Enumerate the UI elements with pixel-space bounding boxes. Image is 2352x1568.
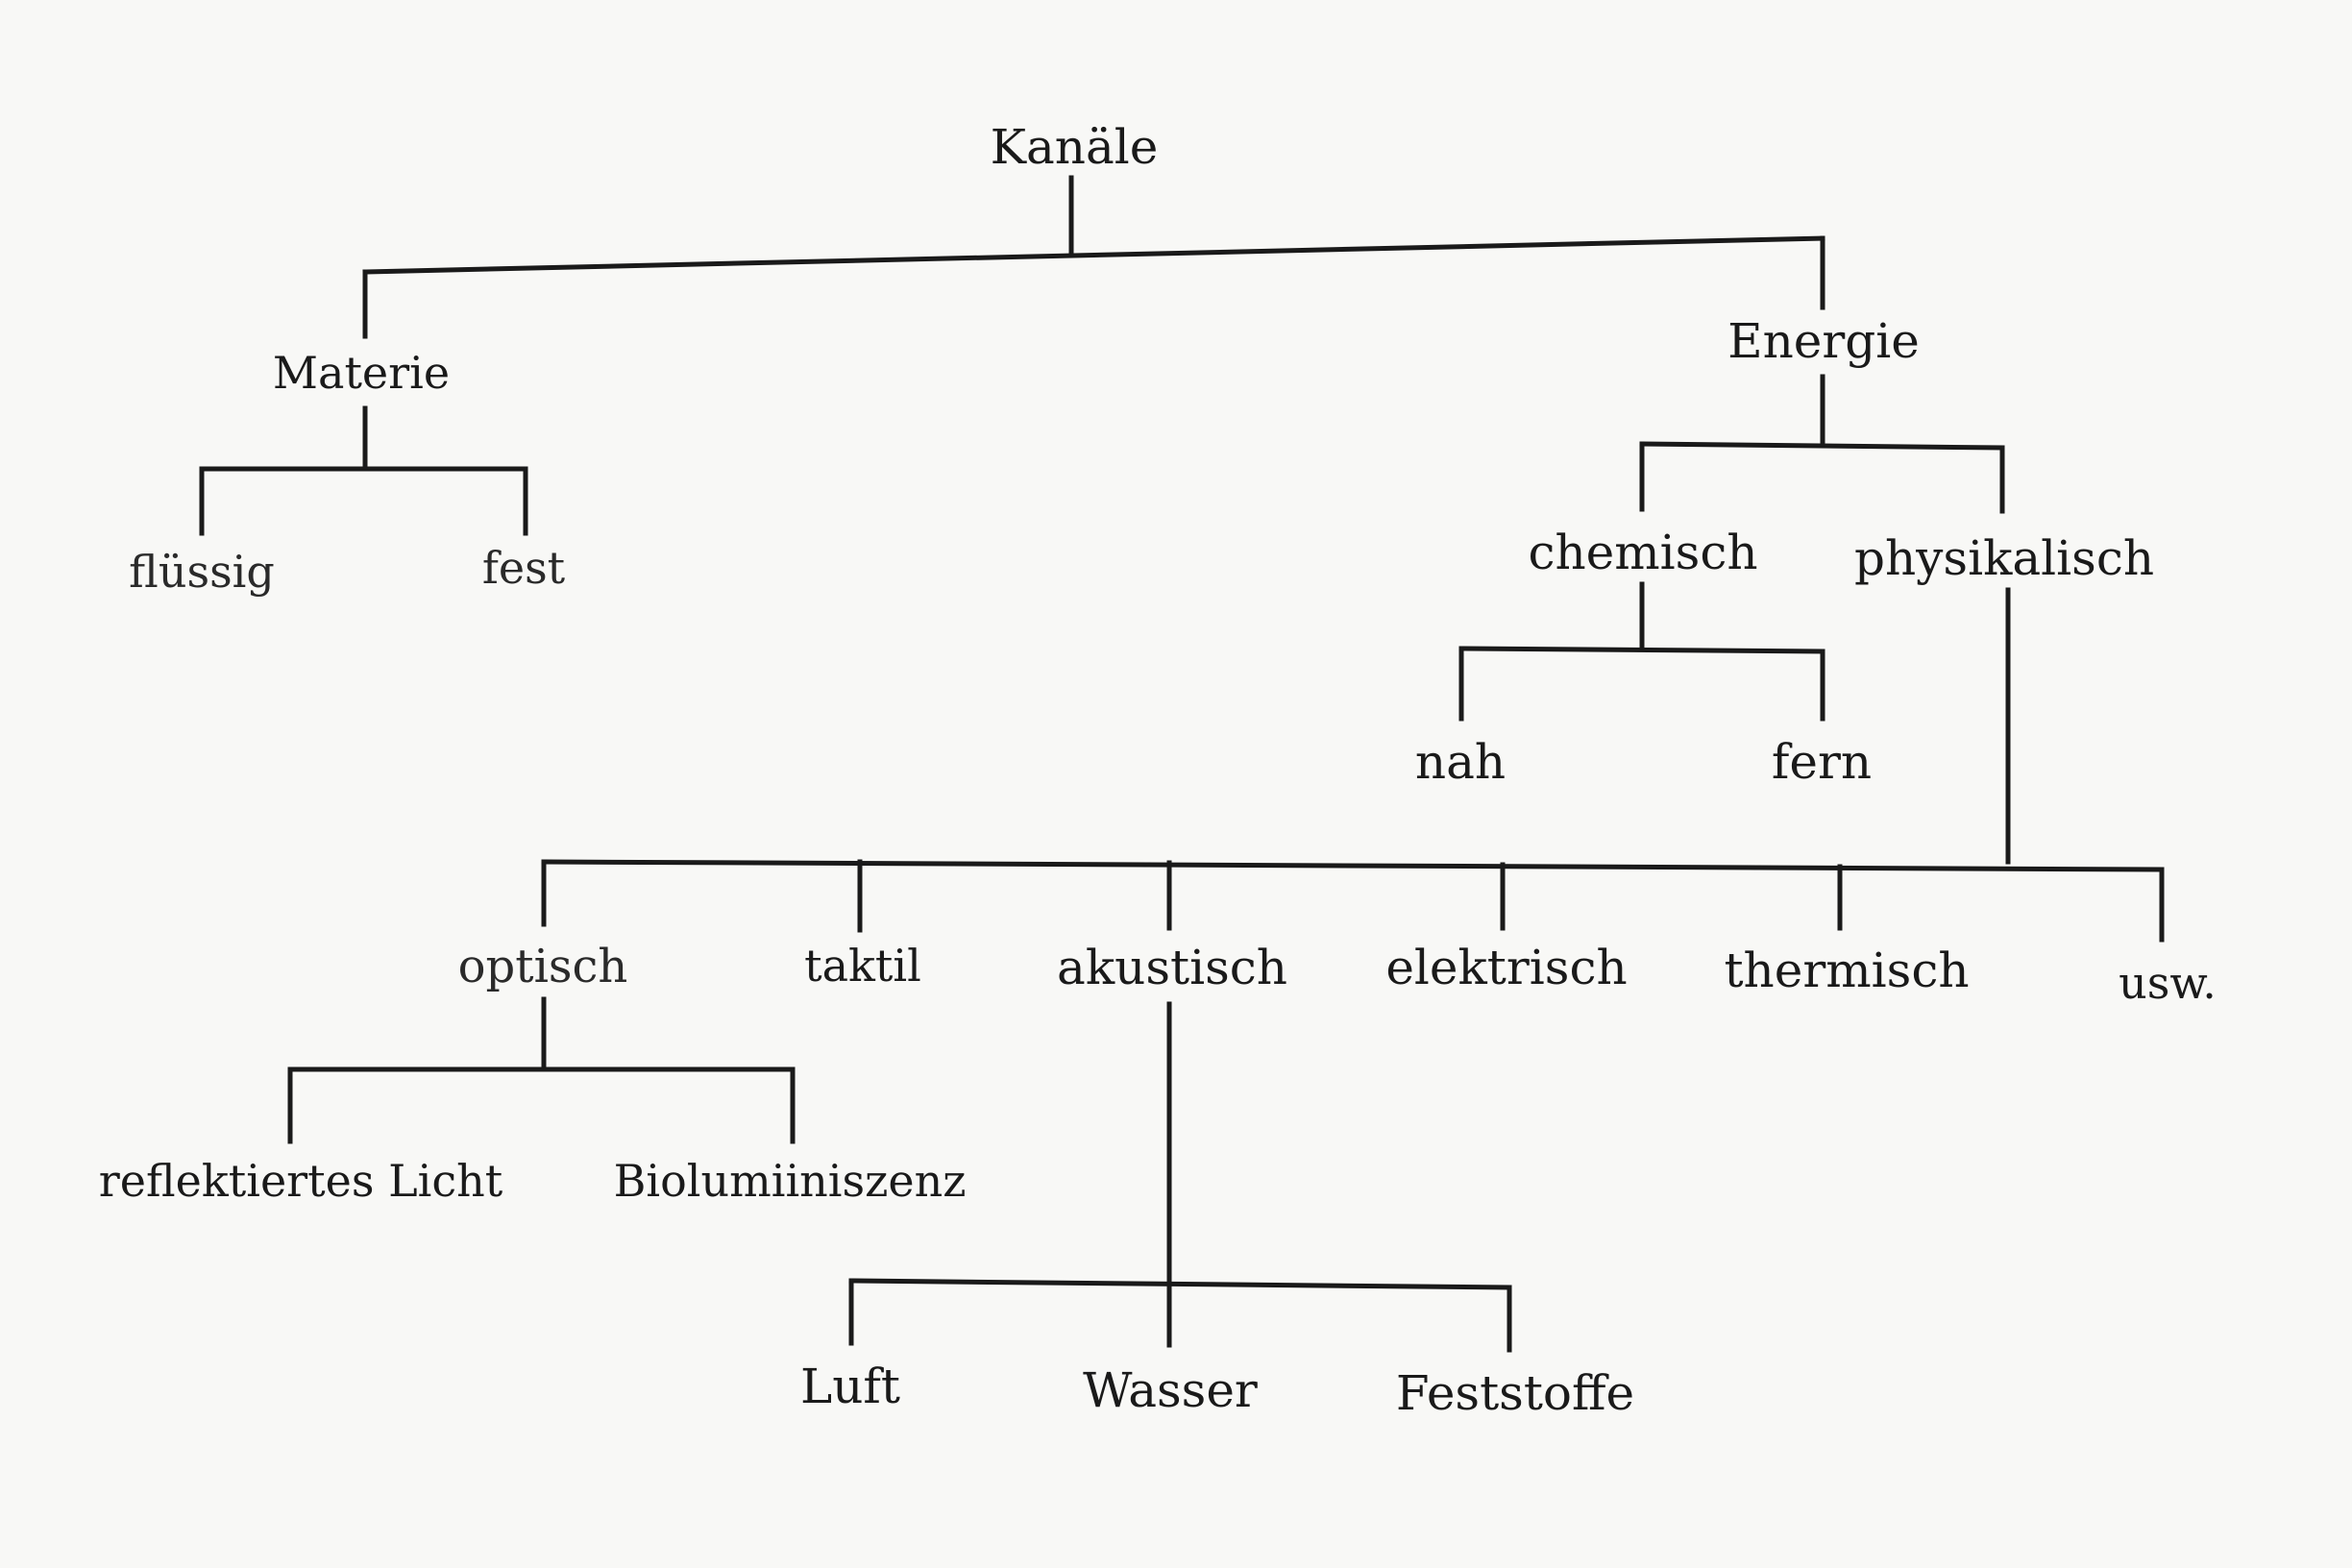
node-materie: Materie: [272, 347, 451, 399]
node-fern: fern: [1771, 734, 1873, 790]
node-fest: fest: [481, 542, 566, 594]
node-taktil: taktil: [804, 940, 921, 992]
node-chemisch: chemisch: [1528, 525, 1758, 580]
connector-energie-bar: [1639, 441, 2005, 451]
node-energie: Energie: [1727, 313, 1920, 369]
node-feststoffe: Feststoffe: [1395, 1365, 1635, 1421]
node-usw: usw.: [2119, 957, 2217, 1009]
connector-akustisch-bar: [848, 1278, 1512, 1290]
node-luft: Luft: [799, 1359, 901, 1414]
node-reflektiertes-licht: reflektiertes Licht: [98, 1155, 503, 1207]
connector-root-bar: [362, 235, 1825, 275]
node-nah: nah: [1414, 734, 1507, 790]
node-kanaele: Kanäle: [990, 119, 1159, 175]
node-elektrisch: elektrisch: [1385, 940, 1628, 995]
connector-chemisch-bar: [1458, 646, 1825, 654]
node-thermisch: thermisch: [1724, 943, 1970, 998]
node-akustisch: akustisch: [1057, 940, 1287, 995]
connector-physikalisch-bar: [541, 859, 2165, 872]
node-biolumineszenz: Biolumiiniszenz: [613, 1155, 967, 1207]
node-physikalisch: physikalisch: [1853, 530, 2155, 586]
node-optisch: optisch: [457, 940, 628, 993]
node-wasser: Wasser: [1083, 1362, 1258, 1418]
node-fluessig: flüssig: [129, 546, 275, 598]
